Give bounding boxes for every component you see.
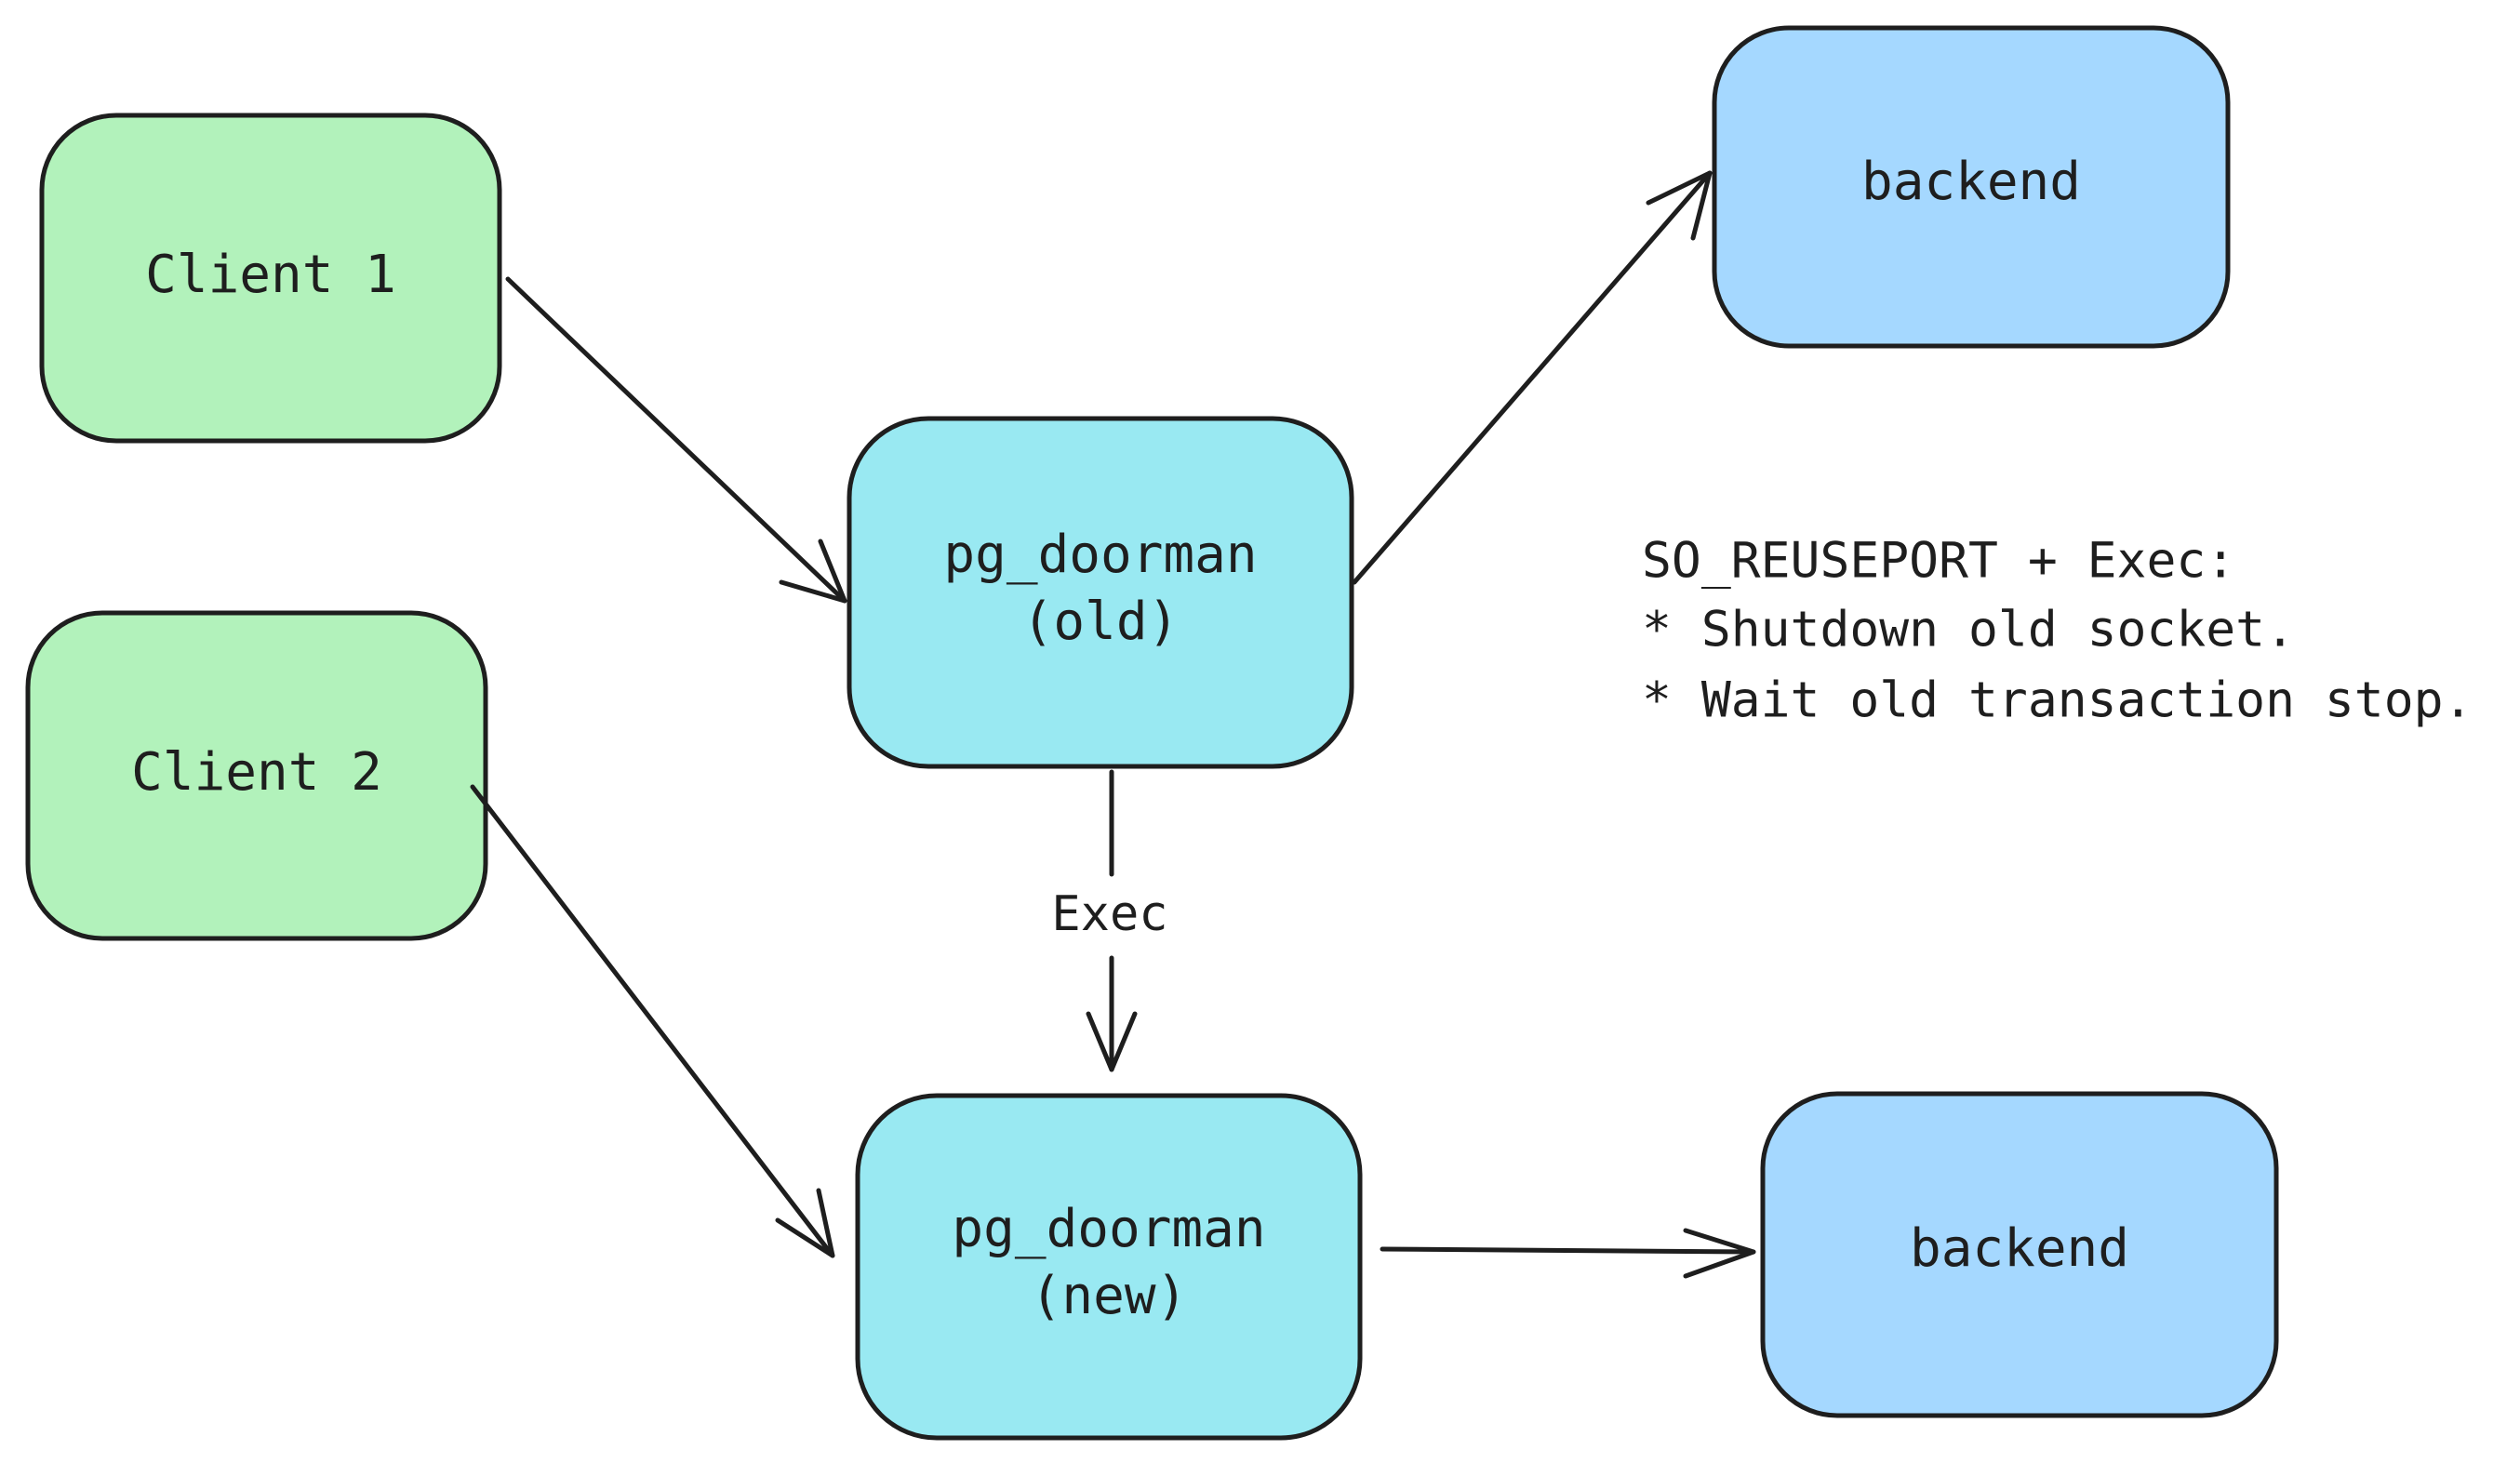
backend-bottom-label: backend	[1910, 1218, 2129, 1279]
pg-doorman-new-subtitle: (new)	[1031, 1266, 1188, 1326]
arrow-pg-new-to-backend-bottom	[1380, 1228, 1756, 1279]
exec-edge-label: Exec	[1051, 886, 1167, 942]
reuseport-note: SO_REUSEPORT + Exec: * Shutdown old sock…	[1642, 533, 2473, 729]
backend-bottom-box	[1760, 1091, 2279, 1418]
note-line-3: * Wait old transaction stop.	[1642, 672, 2473, 729]
arrow-client1-to-pg-old	[505, 276, 847, 604]
pg-doorman-new-title: pg_doorman	[952, 1199, 1265, 1259]
client-1-node: Client 1	[39, 113, 502, 444]
backend-top-box	[1712, 25, 2231, 349]
client-2-box	[25, 610, 488, 941]
note-line-1: SO_REUSEPORT + Exec:	[1642, 533, 2235, 590]
arrow-pg-old-to-backend-top	[1352, 170, 1713, 585]
client-1-label: Client 1	[145, 245, 396, 305]
pg-doorman-old-node: pg_doorman (old)	[847, 416, 1354, 769]
pg-doorman-old-box	[847, 416, 1354, 769]
pg-doorman-old-subtitle: (old)	[1022, 592, 1180, 652]
backend-bottom-node: backend	[1760, 1091, 2279, 1418]
client-2-label: Client 2	[131, 742, 382, 803]
pg-doorman-old-title: pg_doorman	[943, 525, 1257, 585]
client-2-node: Client 2	[25, 610, 488, 941]
backend-top-node: backend	[1712, 25, 2231, 349]
pg-doorman-new-box	[855, 1093, 1363, 1441]
arrow-client2-to-pg-new	[470, 784, 835, 1258]
client-1-box	[39, 113, 502, 444]
backend-top-label: backend	[1861, 152, 2081, 212]
arrow-exec: Exec	[1051, 769, 1168, 1072]
note-line-2: * Shutdown old socket.	[1642, 602, 2295, 658]
pg-doorman-new-node: pg_doorman (new)	[855, 1093, 1363, 1441]
